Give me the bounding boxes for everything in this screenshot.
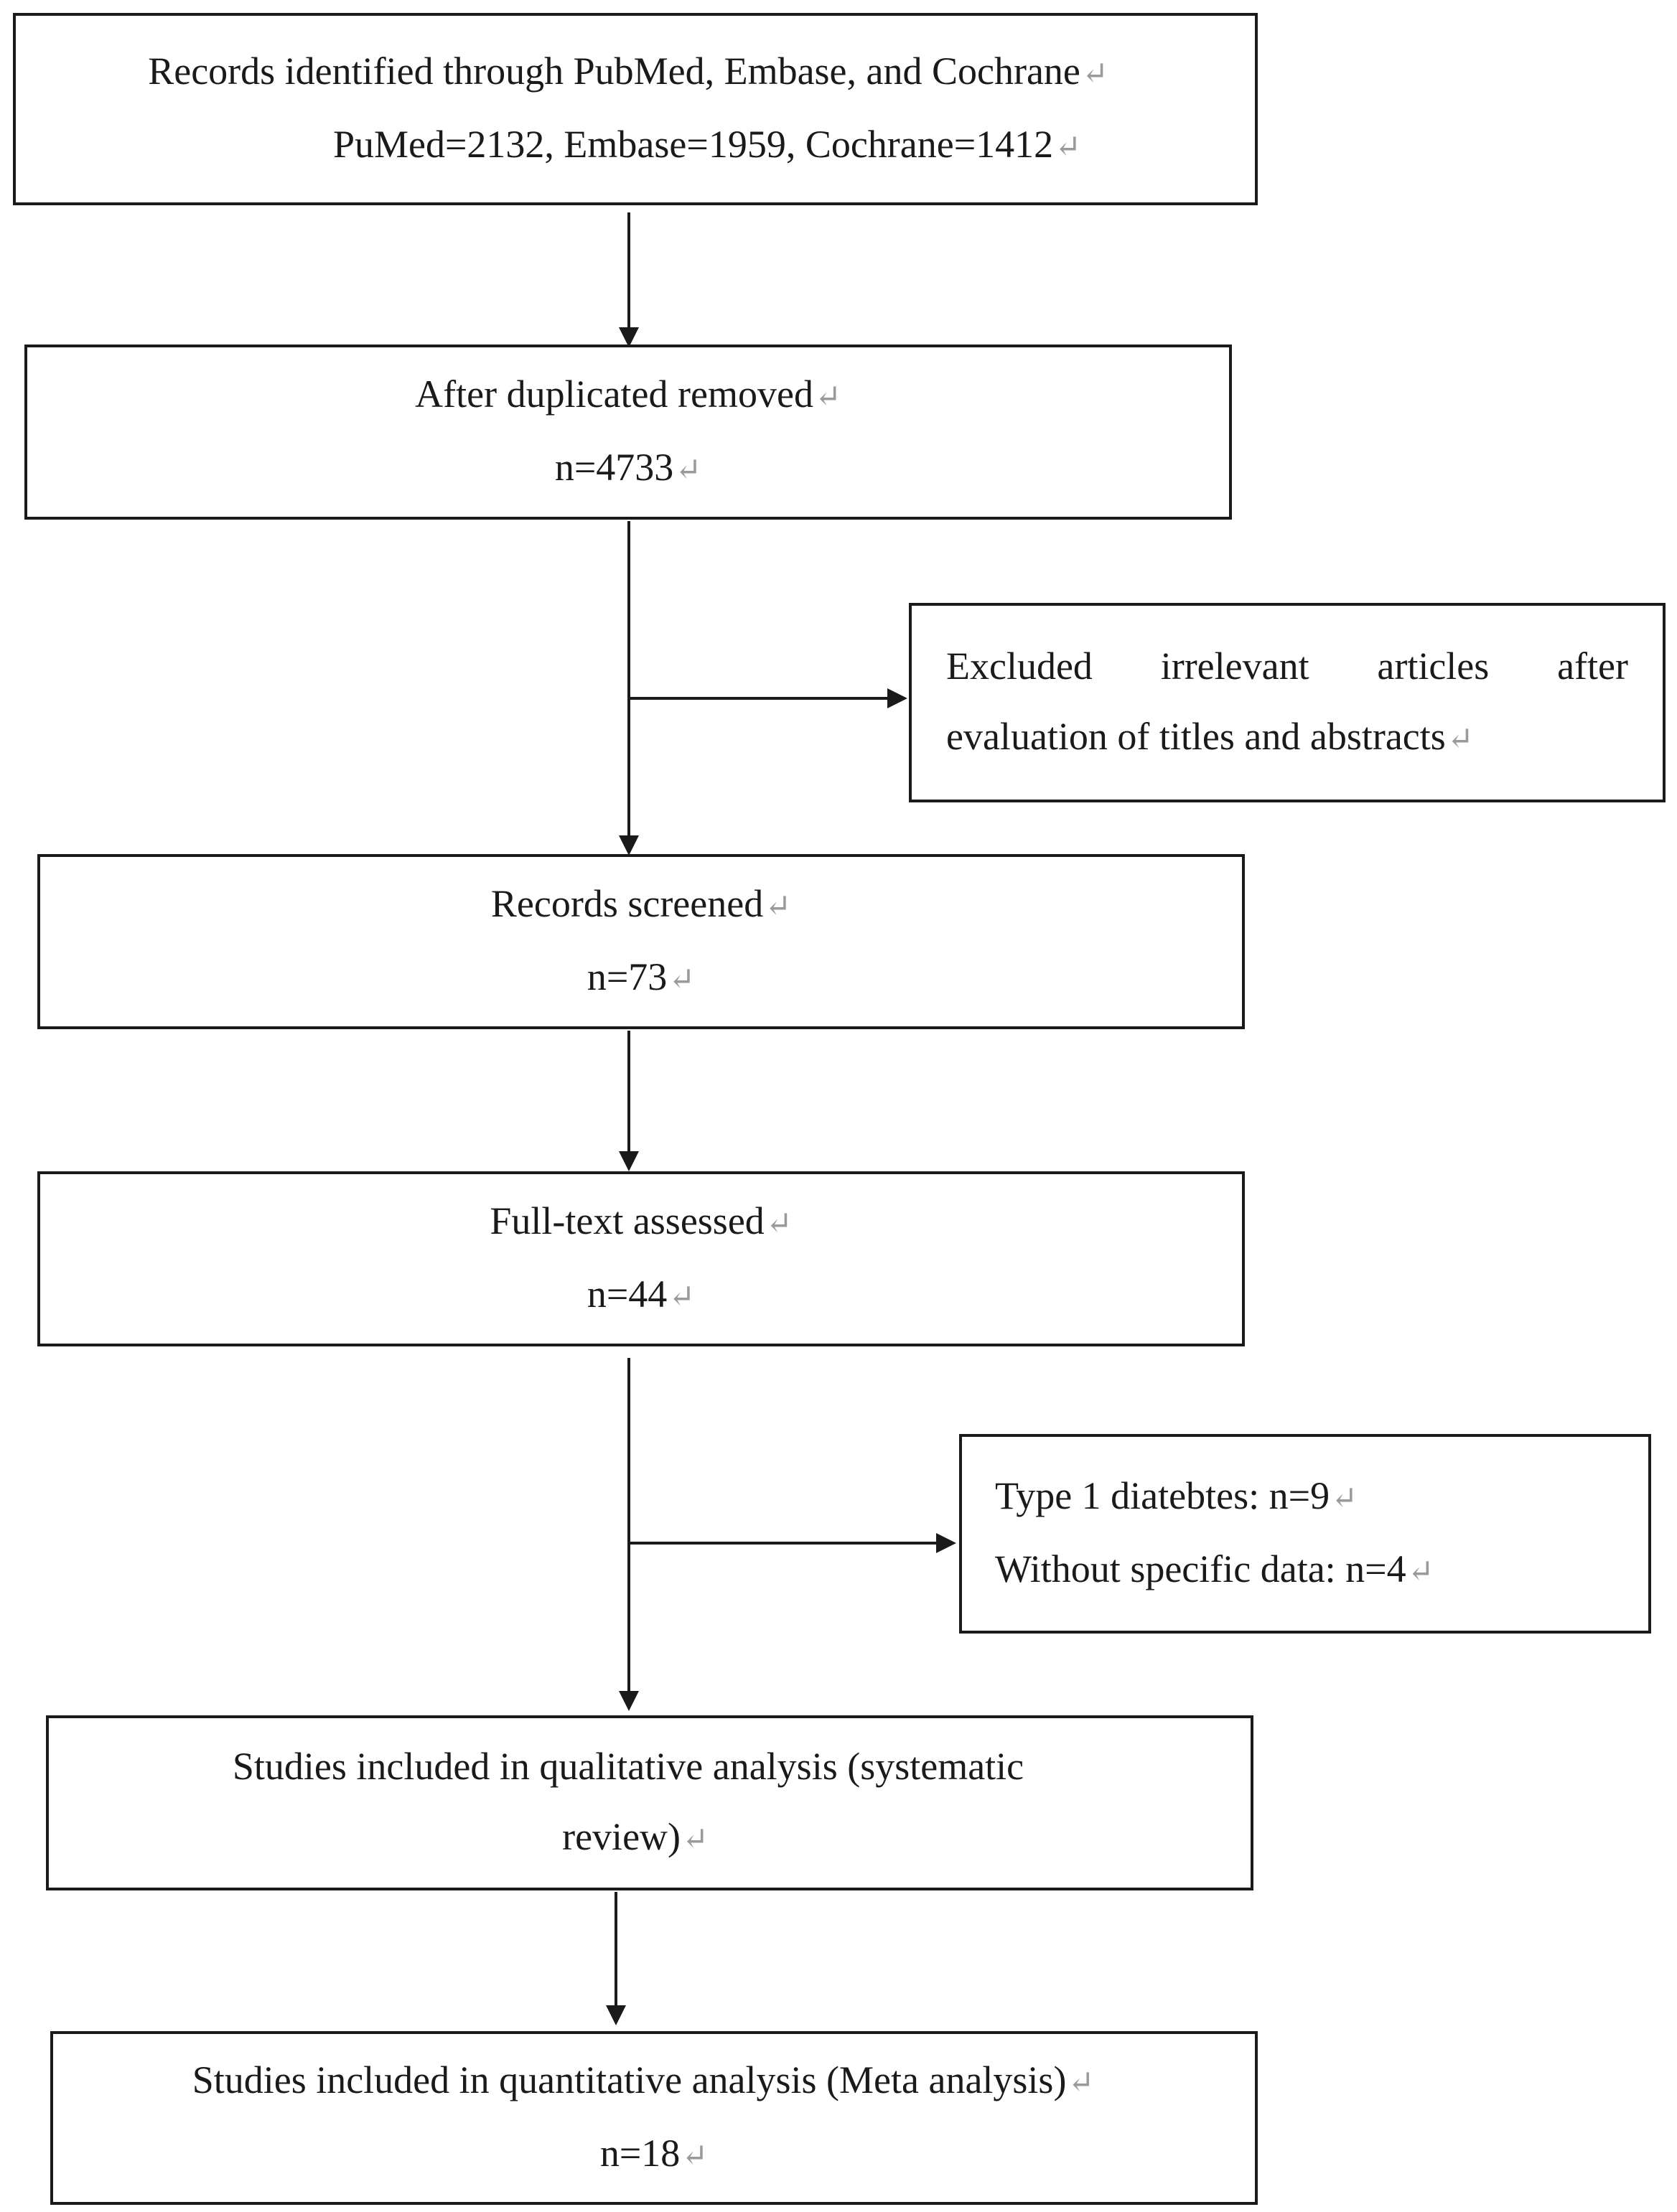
arrowhead	[619, 327, 639, 347]
arrowhead	[887, 688, 907, 708]
paragraph-mark-icon: ↵	[1055, 129, 1082, 164]
paragraph-mark-icon: ↵	[675, 452, 702, 487]
records-identified-label: Records identified through PubMed, Embas…	[148, 50, 1108, 93]
excluded-without-data: Without specific data: n=4↵	[995, 1547, 1434, 1590]
duplicates-removed-box: After duplicated removed↵ n=4733↵	[24, 345, 1232, 520]
paragraph-mark-icon: ↵	[765, 1206, 793, 1241]
qualitative-analysis-label: Studies included in qualitative analysis…	[232, 1745, 1024, 1788]
paragraph-mark-icon: ↵	[814, 379, 841, 414]
records-identified-box: Records identified through PubMed, Embas…	[13, 13, 1258, 205]
excluded-titles-box: Excluded irrelevant articles after evalu…	[909, 603, 1666, 802]
quantitative-analysis-box: Studies included in quantitative analysi…	[50, 2031, 1258, 2205]
records-screened-box: Records screened↵ n=73↵	[37, 854, 1245, 1029]
arrowhead	[619, 1151, 639, 1171]
paragraph-mark-icon: ↵	[765, 889, 792, 924]
excluded-titles-label-cont: evaluation of titles and abstracts↵	[946, 715, 1474, 758]
duplicates-removed-label: After duplicated removed↵	[415, 372, 841, 416]
quantitative-analysis-count: n=18↵	[599, 2132, 709, 2175]
records-screened-count: n=73↵	[587, 955, 696, 998]
paragraph-mark-icon: ↵	[1447, 721, 1474, 756]
quantitative-analysis-label: Studies included in quantitative analysi…	[192, 2058, 1095, 2101]
qualitative-analysis-box: Studies included in qualitative analysis…	[46, 1715, 1253, 1890]
duplicates-removed-count: n=4733↵	[554, 446, 702, 489]
paragraph-mark-icon: ↵	[682, 1822, 709, 1857]
records-identified-counts: PuMed=2132, Embase=1959, Cochrane=1412↵	[332, 123, 1082, 166]
fulltext-assessed-count: n=44↵	[587, 1273, 696, 1316]
qualitative-analysis-label-cont: review)↵	[562, 1815, 709, 1858]
arrowhead	[619, 835, 639, 856]
fulltext-assessed-label: Full-text assessed↵	[490, 1199, 793, 1242]
paragraph-mark-icon: ↵	[1081, 56, 1108, 91]
paragraph-mark-icon: ↵	[1331, 1481, 1358, 1516]
excluded-titles-label: Excluded irrelevant articles after	[946, 645, 1628, 688]
arrowhead	[606, 2005, 626, 2025]
excluded-type1-diabetes: Type 1 diatebtes: n=9↵	[995, 1474, 1358, 1517]
records-screened-label: Records screened↵	[490, 882, 792, 925]
arrowhead	[619, 1691, 639, 1711]
paragraph-mark-icon: ↵	[668, 962, 696, 997]
excluded-fulltext-box: Type 1 diatebtes: n=9↵ Without specific …	[959, 1434, 1651, 1634]
paragraph-mark-icon: ↵	[681, 2138, 709, 2173]
paragraph-mark-icon: ↵	[1407, 1554, 1434, 1589]
fulltext-assessed-box: Full-text assessed↵ n=44↵	[37, 1171, 1245, 1346]
paragraph-mark-icon: ↵	[668, 1279, 696, 1314]
arrowhead	[936, 1533, 956, 1553]
paragraph-mark-icon: ↵	[1068, 2065, 1095, 2100]
